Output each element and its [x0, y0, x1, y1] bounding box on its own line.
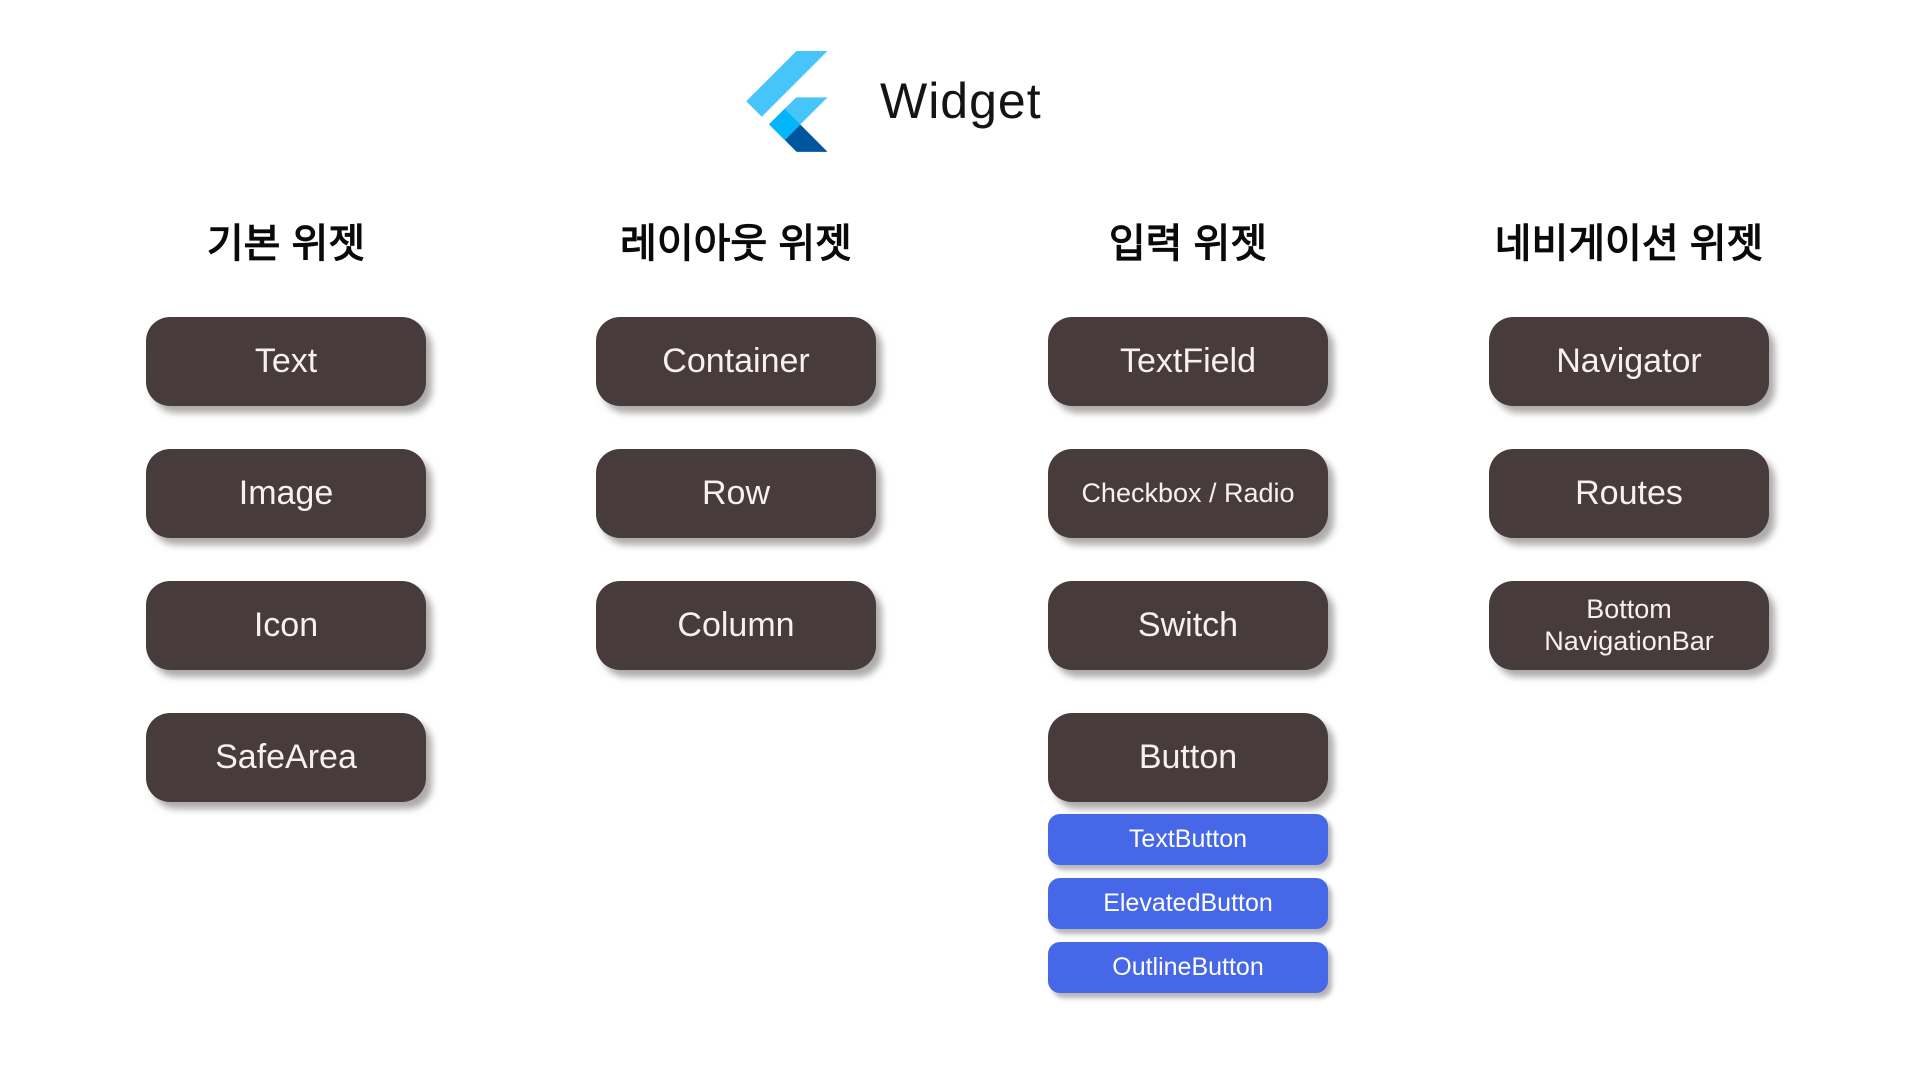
- column-input-widgets: 입력 위젯 TextField Checkbox / Radio Switch …: [1048, 218, 1328, 1006]
- widget-box-safearea: SafeArea: [146, 713, 426, 802]
- column-title-input: 입력 위젯: [1108, 222, 1268, 266]
- widget-box-routes: Routes: [1489, 449, 1769, 538]
- sub-button-textbutton: TextButton: [1048, 814, 1328, 865]
- column-title-layout: 레이아웃 위젯: [620, 222, 852, 266]
- widget-box-image: Image: [146, 449, 426, 538]
- widget-box-textfield: TextField: [1048, 317, 1328, 406]
- brand-header: Widget: [746, 50, 1042, 152]
- flutter-logo-icon: [746, 50, 828, 152]
- widget-box-button: Button: [1048, 713, 1328, 802]
- column-navigation-widgets: 네비게이션 위젯 Navigator Routes Bottom Navigat…: [1489, 218, 1769, 713]
- widget-box-row: Row: [596, 449, 876, 538]
- widget-box-checkbox-radio: Checkbox / Radio: [1048, 449, 1328, 538]
- widget-box-column: Column: [596, 581, 876, 670]
- column-basic-widgets: 기본 위젯 Text Image Icon SafeArea: [146, 218, 426, 845]
- widget-box-icon: Icon: [146, 581, 426, 670]
- widget-box-switch: Switch: [1048, 581, 1328, 670]
- widget-box-navigator: Navigator: [1489, 317, 1769, 406]
- column-title-basic: 기본 위젯: [206, 222, 366, 266]
- sub-button-outlinebutton: OutlineButton: [1048, 942, 1328, 993]
- column-title-navigation: 네비게이션 위젯: [1494, 222, 1764, 266]
- sub-button-elevatedbutton: ElevatedButton: [1048, 878, 1328, 929]
- column-layout-widgets: 레이아웃 위젯 Container Row Column: [596, 218, 876, 713]
- widget-box-container: Container: [596, 317, 876, 406]
- widget-box-bottom-navigationbar: Bottom NavigationBar: [1489, 581, 1769, 670]
- widget-box-text: Text: [146, 317, 426, 406]
- page-title: Widget: [880, 73, 1042, 129]
